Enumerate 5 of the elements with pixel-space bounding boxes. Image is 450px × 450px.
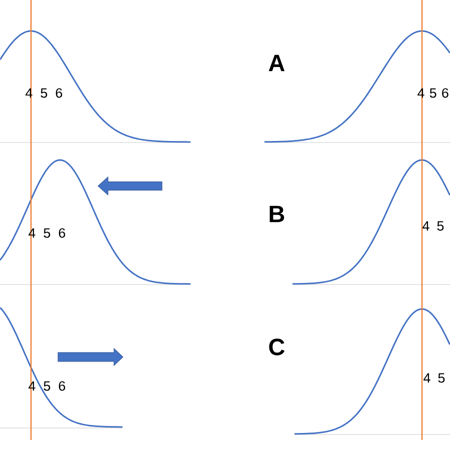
- number-label: 4 5: [424, 373, 445, 383]
- number-label: 4 5: [422, 221, 444, 231]
- panel-letter: B: [270, 206, 284, 222]
- panel-letter: C: [269, 338, 285, 356]
- panel-letter: A: [268, 54, 285, 72]
